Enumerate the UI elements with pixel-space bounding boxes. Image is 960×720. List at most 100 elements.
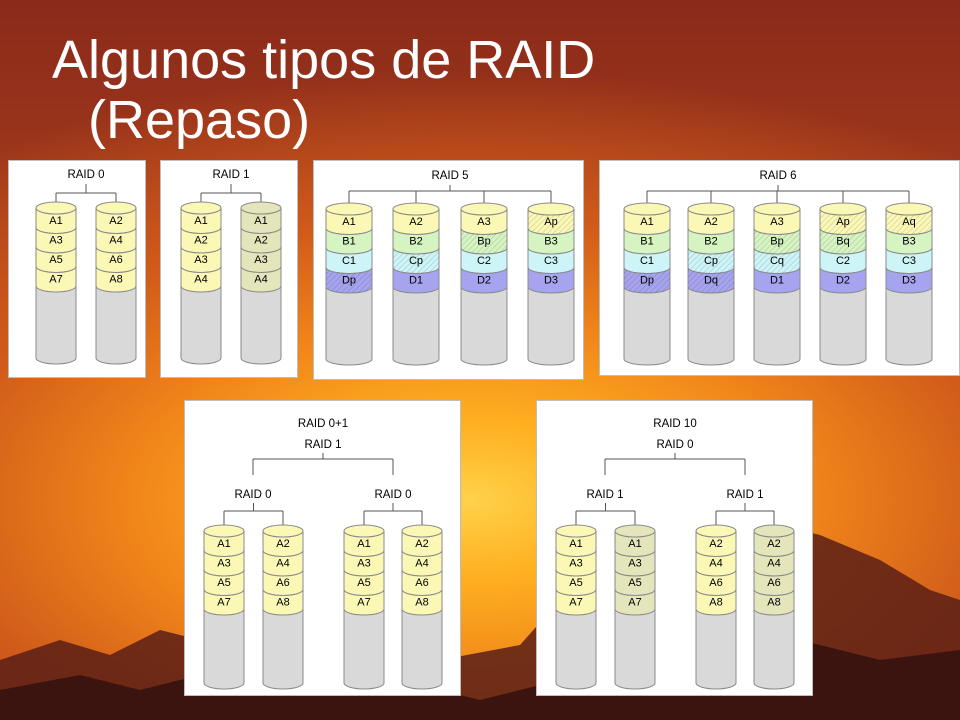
block-label: A3: [357, 557, 370, 569]
block-label: D1: [409, 274, 423, 286]
block-label: A1: [640, 216, 653, 228]
block-label: A1: [254, 215, 267, 227]
block-label: Bq: [836, 235, 849, 247]
disk-top: [95, 201, 137, 215]
block-label: Ap: [836, 216, 849, 228]
block-label: A6: [109, 254, 122, 266]
data-block: [614, 589, 656, 616]
block-label: A1: [342, 216, 355, 228]
block-label: B3: [544, 235, 557, 247]
block-label: A4: [415, 557, 428, 569]
block-label: A1: [49, 215, 62, 227]
block-label: Aq: [902, 216, 915, 228]
block-label: A4: [767, 557, 780, 569]
block-label: A3: [628, 557, 641, 569]
block-label: A8: [709, 596, 722, 608]
block-label: D2: [477, 274, 491, 286]
block-label: C1: [342, 255, 356, 267]
block-label: A6: [276, 577, 289, 589]
block-label: A2: [704, 216, 717, 228]
disk-top: [614, 524, 656, 538]
block-label: D1: [770, 274, 784, 286]
parity-hatch: [461, 228, 507, 254]
group-label: RAID 1: [726, 489, 763, 501]
disk-top: [687, 202, 735, 216]
block-label: Cp: [409, 255, 423, 267]
block-label: A4: [109, 234, 122, 246]
group-label: RAID 0: [374, 489, 411, 501]
block-label: A3: [477, 216, 490, 228]
data-block: [460, 267, 508, 294]
connector-lines: [348, 185, 552, 203]
block-label: D3: [902, 274, 916, 286]
block-label: A2: [194, 234, 207, 246]
connector-lines: [646, 185, 910, 203]
data-block: [401, 589, 443, 616]
slide-title: Algunos tipos de RAID (Repaso): [52, 30, 772, 150]
block-label: B1: [342, 235, 355, 247]
data-block: [819, 267, 867, 294]
block-label: D3: [544, 274, 558, 286]
connector-lines: [55, 184, 117, 202]
block-label: A3: [254, 254, 267, 266]
connector-lines: [223, 503, 284, 525]
disk-top: [460, 202, 508, 216]
block-label: Bp: [477, 235, 490, 247]
raid-level-label: RAID 6: [759, 170, 796, 182]
disk-top: [343, 524, 385, 538]
raid-level-label: RAID 10: [653, 418, 696, 430]
data-block: [95, 266, 137, 293]
block-label: C3: [902, 255, 916, 267]
block-label: A2: [276, 538, 289, 550]
block-label: A6: [415, 577, 428, 589]
block-label: A2: [767, 538, 780, 550]
data-block: [753, 589, 795, 616]
data-block: [180, 266, 222, 293]
title-line-1: Algunos tipos de RAID: [52, 30, 596, 90]
block-label: B1: [640, 235, 653, 247]
block-label: C2: [836, 255, 850, 267]
disk-top: [819, 202, 867, 216]
block-label: Bp: [770, 235, 783, 247]
block-label: C1: [640, 255, 654, 267]
parity-hatch: [528, 209, 574, 235]
block-label: A5: [217, 577, 230, 589]
data-block: [240, 266, 282, 293]
raid-level-label: RAID 5: [431, 170, 468, 182]
parity-hatch: [688, 267, 734, 293]
data-block: [262, 589, 304, 616]
block-label: A7: [49, 273, 62, 285]
parity-hatch: [754, 248, 800, 274]
block-label: A4: [709, 557, 722, 569]
block-label: A2: [409, 216, 422, 228]
parity-hatch: [624, 267, 670, 293]
block-label: A4: [194, 273, 207, 285]
title-line-2: (Repaso): [88, 90, 311, 150]
disk-top: [392, 202, 440, 216]
group-label: RAID 1: [586, 489, 623, 501]
parity-hatch: [886, 209, 932, 235]
block-label: C2: [477, 255, 491, 267]
raid-level-sublabel: RAID 0: [656, 439, 693, 451]
parity-hatch: [688, 248, 734, 274]
disk-top: [325, 202, 373, 216]
block-label: Cq: [770, 255, 784, 267]
block-label: A6: [767, 577, 780, 589]
connector-lines: [363, 503, 423, 525]
block-label: A5: [569, 577, 582, 589]
block-label: Dp: [342, 274, 356, 286]
block-label: A5: [49, 254, 62, 266]
block-label: A7: [569, 596, 582, 608]
block-label: A3: [770, 216, 783, 228]
block-label: A1: [217, 538, 230, 550]
block-label: Dq: [704, 274, 718, 286]
raid-level-label: RAID 0: [67, 169, 104, 181]
disk-top: [885, 202, 933, 216]
parity-hatch: [326, 267, 372, 293]
data-block: [695, 589, 737, 616]
